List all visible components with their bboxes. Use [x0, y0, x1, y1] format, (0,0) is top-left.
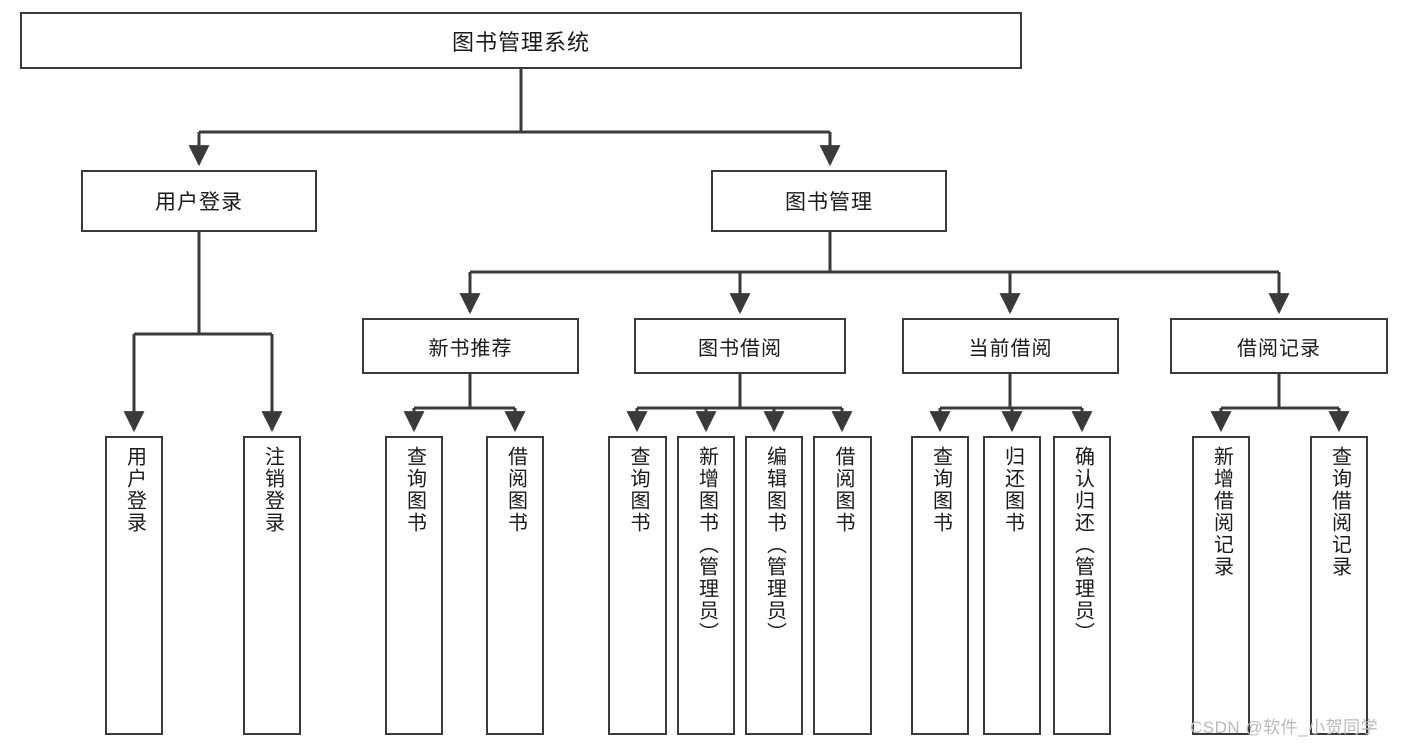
- leaf-add-book-admin[interactable]: 新增图书（管理员）: [677, 436, 735, 735]
- node-root[interactable]: 图书管理系统: [20, 12, 1022, 69]
- leaf-newbook-query-book-label: 查询图书: [403, 446, 426, 534]
- leaf-current-query-book-label: 查询图书: [929, 446, 952, 534]
- leaf-query-borrow-record-label: 查询借阅记录: [1328, 446, 1351, 578]
- node-current-borrow-label: 当前借阅: [968, 337, 1053, 360]
- leaf-borrow-query-book[interactable]: 查询图书: [608, 436, 667, 735]
- leaf-return-book-label: 归还图书: [1001, 446, 1024, 534]
- leaf-newbook-borrow-book[interactable]: 借阅图书: [486, 436, 544, 735]
- node-user-login[interactable]: 用户登录: [81, 170, 317, 232]
- node-book-borrow[interactable]: 图书借阅: [634, 318, 846, 374]
- node-current-borrow[interactable]: 当前借阅: [902, 318, 1119, 374]
- leaf-borrow-query-book-label: 查询图书: [627, 446, 649, 534]
- leaf-query-borrow-record[interactable]: 查询借阅记录: [1310, 436, 1368, 735]
- leaf-add-book-admin-label: 新增图书（管理员）: [695, 446, 718, 644]
- node-new-book-recommend-label: 新书推荐: [428, 337, 513, 360]
- leaf-edit-book-admin[interactable]: 编辑图书（管理员）: [745, 436, 803, 735]
- leaf-newbook-query-book[interactable]: 查询图书: [385, 436, 443, 735]
- leaf-confirm-return-admin-label: 确认归还（管理员）: [1071, 446, 1094, 644]
- leaf-newbook-borrow-book-label: 借阅图书: [504, 446, 527, 534]
- node-book-management[interactable]: 图书管理: [711, 170, 947, 232]
- leaf-add-borrow-record[interactable]: 新增借阅记录: [1192, 436, 1250, 735]
- watermark: CSDN @软件_小贺同学: [1190, 718, 1379, 737]
- leaf-borrow-book[interactable]: 借阅图书: [813, 436, 872, 735]
- leaf-user-logout-label: 注销登录: [261, 446, 284, 534]
- leaf-edit-book-admin-label: 编辑图书（管理员）: [763, 446, 786, 644]
- node-root-label: 图书管理系统: [451, 29, 590, 55]
- leaf-confirm-return-admin[interactable]: 确认归还（管理员）: [1053, 436, 1111, 735]
- node-book-borrow-label: 图书借阅: [698, 337, 782, 360]
- leaf-add-borrow-record-label: 新增借阅记录: [1210, 446, 1233, 578]
- node-borrow-record[interactable]: 借阅记录: [1170, 318, 1388, 374]
- leaf-user-logout[interactable]: 注销登录: [243, 436, 301, 735]
- node-borrow-record-label: 借阅记录: [1237, 337, 1321, 360]
- leaf-current-query-book[interactable]: 查询图书: [911, 436, 969, 735]
- leaf-user-login[interactable]: 用户登录: [105, 436, 163, 735]
- leaf-user-login-label: 用户登录: [123, 446, 146, 534]
- leaf-borrow-book-label: 借阅图书: [832, 446, 854, 534]
- node-new-book-recommend[interactable]: 新书推荐: [362, 318, 579, 374]
- node-book-management-label: 图书管理: [785, 191, 873, 214]
- leaf-return-book[interactable]: 归还图书: [983, 436, 1041, 735]
- node-user-login-label: 用户登录: [155, 191, 243, 214]
